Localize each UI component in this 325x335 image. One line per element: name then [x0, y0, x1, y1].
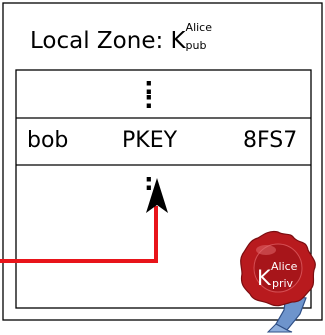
ellipsis-top: : : — [144, 72, 154, 114]
ellipsis-bottom: : — [144, 168, 154, 196]
seal-private-key: K Alice priv — [257, 254, 307, 294]
record-type: PKEY — [122, 128, 178, 153]
zone-inner-border — [15, 69, 312, 309]
zone-outer-border — [2, 2, 323, 321]
wax-seal-highlight — [256, 245, 276, 255]
zone-key-symbol: K — [170, 28, 186, 54]
wax-seal-inner-ring — [253, 243, 303, 293]
red-connector-line — [0, 206, 158, 263]
record-value: 8FS7 — [243, 128, 298, 153]
seal-ribbon-fold — [266, 323, 293, 333]
arrowhead — [146, 178, 168, 213]
zone-title-text: Local Zone: — [30, 28, 164, 54]
seal-key-superscript: Alice — [271, 260, 298, 273]
seal-key-subscript: priv — [272, 277, 294, 290]
zone-key-superscript: Alice — [185, 21, 212, 34]
record-name: bob — [27, 128, 69, 153]
zone-key-subscript: pub — [185, 39, 207, 52]
seal-key-symbol: K — [257, 266, 271, 290]
